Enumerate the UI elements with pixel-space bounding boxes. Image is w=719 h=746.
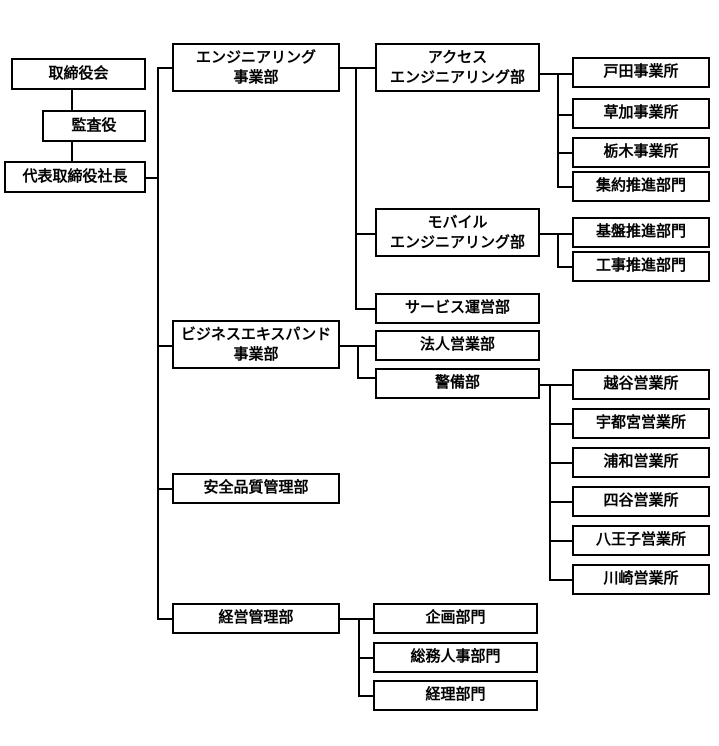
connector-spine-to-management bbox=[157, 618, 174, 620]
connector-security-to-yotsuya bbox=[549, 501, 574, 503]
connector-president-out bbox=[145, 177, 159, 179]
node-consolidation-promotion-section[interactable]: 集約推進部門 bbox=[572, 171, 710, 202]
connector-access-out bbox=[540, 73, 559, 75]
node-label: 栃木事業所 bbox=[603, 143, 679, 161]
connector-security-trunk bbox=[549, 384, 551, 579]
connector-management-out bbox=[340, 618, 360, 620]
node-urawa-sales-office[interactable]: 浦和営業所 bbox=[572, 447, 710, 478]
connector-security-to-kawasaki bbox=[549, 579, 574, 581]
connector-engineering-to-service bbox=[355, 308, 377, 310]
node-label: 総務人事部門 bbox=[410, 648, 501, 666]
connector-security-to-koshigaya bbox=[549, 384, 574, 386]
node-construction-promotion-section[interactable]: 工事推進部門 bbox=[572, 251, 710, 282]
connector-engineering-out bbox=[340, 67, 357, 69]
connector-business-to-corporate-sales bbox=[357, 345, 376, 347]
node-label: アクセス エンジニアリング部 bbox=[389, 49, 525, 86]
node-label: サービス運営部 bbox=[404, 299, 510, 317]
connector-security-to-hachioji bbox=[549, 540, 574, 542]
node-president[interactable]: 代表取締役社長 bbox=[4, 161, 146, 193]
node-corporate-sales-dept[interactable]: 法人営業部 bbox=[375, 330, 540, 361]
node-koshigaya-sales-office[interactable]: 越谷営業所 bbox=[572, 369, 710, 400]
node-label: 企画部門 bbox=[425, 609, 486, 627]
node-auditor[interactable]: 監査役 bbox=[42, 110, 146, 142]
node-safety-quality-management-dept[interactable]: 安全品質管理部 bbox=[172, 473, 340, 504]
node-board-of-directors[interactable]: 取締役会 bbox=[11, 58, 146, 90]
node-label: 宇都宮営業所 bbox=[595, 414, 686, 432]
node-tochigi-office[interactable]: 栃木事業所 bbox=[572, 137, 710, 168]
node-label: 川崎営業所 bbox=[603, 570, 679, 588]
connector-access-to-consolidation bbox=[557, 186, 574, 188]
node-management-administration-dept[interactable]: 経営管理部 bbox=[172, 603, 340, 634]
connector-management-to-accounting bbox=[358, 695, 375, 697]
node-label: 監査役 bbox=[71, 116, 117, 134]
connector-engineering-to-access bbox=[355, 67, 377, 69]
connector-management-to-planning bbox=[358, 618, 375, 620]
node-label: 経理部門 bbox=[425, 686, 486, 704]
connector-mobile-out bbox=[540, 233, 559, 235]
node-label: 安全品質管理部 bbox=[203, 479, 309, 497]
node-hachioji-sales-office[interactable]: 八王子営業所 bbox=[572, 525, 710, 556]
node-label: 四谷営業所 bbox=[603, 492, 679, 510]
node-label: モバイル エンジニアリング部 bbox=[389, 214, 525, 251]
node-label: 戸田事業所 bbox=[603, 63, 679, 81]
node-mobile-engineering-dept[interactable]: モバイル エンジニアリング部 bbox=[375, 208, 540, 257]
node-label: 草加事業所 bbox=[603, 104, 679, 122]
node-planning-section[interactable]: 企画部門 bbox=[373, 603, 538, 634]
node-label: 代表取締役社長 bbox=[22, 167, 128, 185]
connector-access-trunk bbox=[557, 73, 559, 186]
node-engineering-division[interactable]: エンジニアリング 事業部 bbox=[172, 43, 340, 92]
node-infrastructure-promotion-section[interactable]: 基盤推進部門 bbox=[572, 217, 710, 248]
node-label: 警備部 bbox=[434, 374, 480, 392]
node-service-operations-dept[interactable]: サービス運営部 bbox=[375, 293, 540, 324]
node-toda-office[interactable]: 戸田事業所 bbox=[572, 57, 710, 88]
node-label: エンジニアリング 事業部 bbox=[195, 49, 316, 86]
node-yotsuya-sales-office[interactable]: 四谷営業所 bbox=[572, 486, 710, 517]
connector-access-to-toda bbox=[557, 73, 574, 75]
node-label: 経営管理部 bbox=[218, 609, 294, 627]
connector-spine-to-safety bbox=[157, 488, 174, 490]
node-label: 工事推進部門 bbox=[595, 257, 686, 275]
node-label: 越谷営業所 bbox=[603, 375, 679, 393]
node-utsunomiya-sales-office[interactable]: 宇都宮営業所 bbox=[572, 408, 710, 439]
connector-business-expand-out bbox=[340, 345, 359, 347]
node-label: 取締役会 bbox=[48, 64, 109, 82]
connector-business-expand-trunk bbox=[357, 345, 359, 378]
node-security-dept[interactable]: 警備部 bbox=[375, 368, 540, 399]
connector-security-to-urawa bbox=[549, 462, 574, 464]
node-accounting-section[interactable]: 経理部門 bbox=[373, 680, 538, 711]
node-soka-office[interactable]: 草加事業所 bbox=[572, 98, 710, 129]
connector-mobile-to-construction bbox=[557, 266, 574, 268]
connector-engineering-to-mobile bbox=[355, 233, 377, 235]
connector-engineering-trunk bbox=[355, 67, 357, 308]
connector-mobile-to-infrastructure bbox=[557, 233, 574, 235]
node-access-engineering-dept[interactable]: アクセス エンジニアリング部 bbox=[375, 43, 540, 92]
node-kawasaki-sales-office[interactable]: 川崎営業所 bbox=[572, 564, 710, 595]
node-label: 基盤推進部門 bbox=[595, 223, 686, 241]
connector-management-to-hr bbox=[358, 657, 375, 659]
node-general-affairs-hr-section[interactable]: 総務人事部門 bbox=[373, 642, 538, 673]
node-label: 法人営業部 bbox=[419, 336, 495, 354]
connector-management-trunk bbox=[358, 618, 360, 695]
node-label: 浦和営業所 bbox=[603, 453, 679, 471]
node-business-expand-division[interactable]: ビジネスエキスパンド 事業部 bbox=[172, 320, 340, 369]
connector-business-to-security bbox=[357, 377, 376, 379]
node-label: ビジネスエキスパンド 事業部 bbox=[180, 326, 332, 363]
connector-access-to-soka bbox=[557, 114, 574, 116]
node-label: 八王子営業所 bbox=[595, 531, 686, 549]
connector-mobile-trunk bbox=[557, 233, 559, 268]
connector-access-to-tochigi bbox=[557, 152, 574, 154]
connector-spine-to-engineering bbox=[157, 67, 174, 69]
connector-security-to-utsunomiya bbox=[549, 423, 574, 425]
connector-spine-to-business-expand bbox=[157, 345, 174, 347]
connector-main-spine bbox=[157, 67, 159, 619]
node-label: 集約推進部門 bbox=[595, 177, 686, 195]
